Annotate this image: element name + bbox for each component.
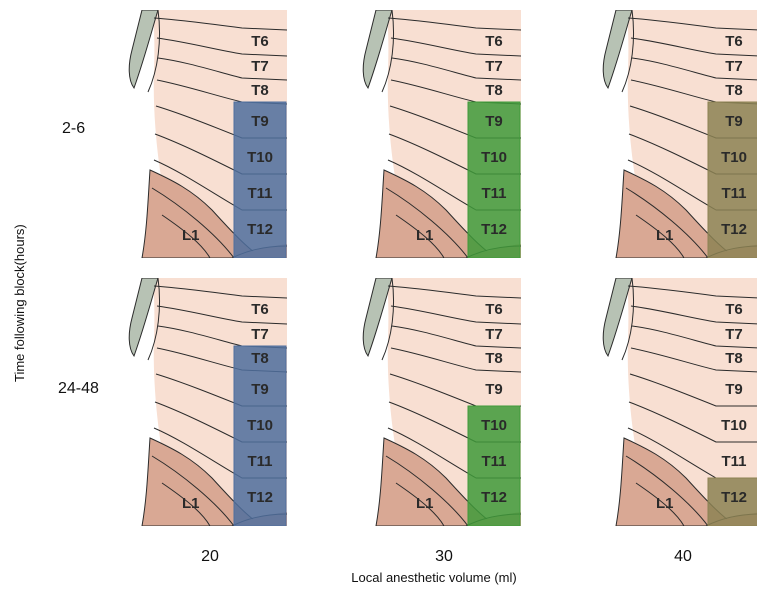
segment-label: T6 — [485, 301, 503, 318]
segment-label: T9 — [251, 381, 269, 398]
segment-label: T12 — [721, 489, 747, 506]
segment-label: T8 — [485, 82, 503, 99]
segment-label: T9 — [251, 113, 269, 130]
lumbar-label: L1 — [182, 495, 200, 512]
segment-label: T11 — [247, 185, 272, 202]
segment-label: T12 — [721, 221, 747, 238]
segment-label: T7 — [251, 58, 269, 75]
segment-label: T7 — [485, 326, 503, 343]
segment-label: T9 — [725, 113, 743, 130]
lumbar-label: L1 — [656, 495, 674, 512]
segment-label: T6 — [251, 33, 269, 50]
segment-label: T7 — [485, 58, 503, 75]
segment-label: T8 — [725, 82, 743, 99]
dermatome-panel: T6T7T8T9T10T11T12 L1 — [356, 278, 521, 526]
dermatome-panel: T6T7T8T9T10T11T12 L1 — [122, 278, 287, 526]
segment-label: T12 — [247, 221, 273, 238]
segment-label: T12 — [481, 489, 507, 506]
segment-label: T6 — [251, 301, 269, 318]
segment-label: T8 — [485, 350, 503, 367]
col-label-0: 20 — [180, 548, 240, 566]
lumbar-label: L1 — [656, 227, 674, 244]
lumbar-label: L1 — [416, 495, 434, 512]
row-label-1: 24-48 — [58, 380, 99, 398]
segment-label: T9 — [485, 113, 503, 130]
segment-label: T6 — [485, 33, 503, 50]
segment-label: T11 — [481, 453, 506, 470]
segment-label: T11 — [721, 185, 746, 202]
segment-label: T12 — [247, 489, 273, 506]
col-label-2: 40 — [653, 548, 713, 566]
segment-label: T8 — [725, 350, 743, 367]
segment-label: T7 — [251, 326, 269, 343]
x-axis-label: Local anesthetic volume (ml) — [234, 570, 634, 585]
row-label-0: 2-6 — [62, 120, 85, 138]
segment-label: T11 — [247, 453, 272, 470]
dermatome-panel: T6T7T8T9T10T11T12 L1 — [122, 10, 287, 258]
segment-label: T10 — [721, 149, 747, 166]
segment-label: T10 — [481, 149, 507, 166]
segment-label: T11 — [481, 185, 506, 202]
segment-label: T10 — [481, 417, 507, 434]
dermatome-panel: T6T7T8T9T10T11T12 L1 — [596, 278, 757, 526]
lumbar-label: L1 — [416, 227, 434, 244]
segment-label: T10 — [247, 417, 273, 434]
col-label-1: 30 — [414, 548, 474, 566]
segment-label: T11 — [721, 453, 746, 470]
lumbar-label: L1 — [182, 227, 200, 244]
segment-label: T6 — [725, 301, 743, 318]
segment-label: T6 — [725, 33, 743, 50]
segment-label: T12 — [481, 221, 507, 238]
segment-label: T10 — [721, 417, 747, 434]
dermatome-panel: T6T7T8T9T10T11T12 L1 — [596, 10, 757, 258]
segment-label: T8 — [251, 350, 269, 367]
segment-label: T9 — [725, 381, 743, 398]
segment-label: T9 — [485, 381, 503, 398]
segment-label: T10 — [247, 149, 273, 166]
segment-label: T8 — [251, 82, 269, 99]
dermatome-panel: T6T7T8T9T10T11T12 L1 — [356, 10, 521, 258]
segment-label: T7 — [725, 58, 743, 75]
y-axis-label: Time following block(hours) — [12, 224, 27, 382]
segment-label: T7 — [725, 326, 743, 343]
